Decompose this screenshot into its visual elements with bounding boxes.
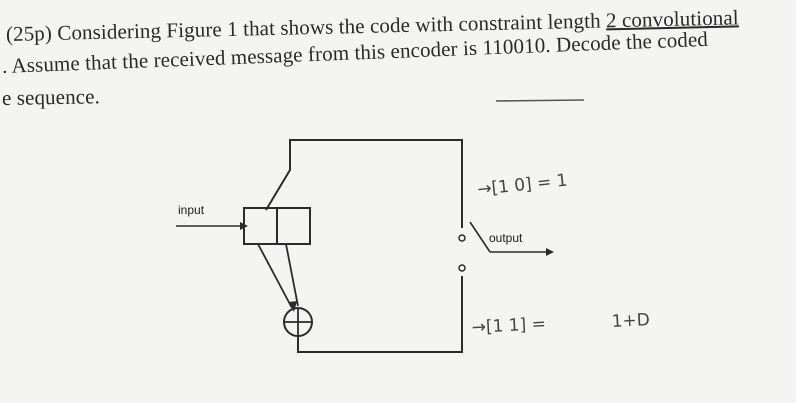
pencil-underline bbox=[495, 99, 585, 102]
output-arrowhead bbox=[546, 248, 554, 256]
upper-contact bbox=[458, 234, 466, 242]
upper-output-line bbox=[265, 139, 463, 228]
lower-output-line bbox=[297, 276, 463, 353]
switch-arm bbox=[469, 221, 491, 253]
output-label: output bbox=[489, 231, 523, 245]
input-label: input bbox=[178, 203, 205, 217]
lower-handwritten-result: 1+D bbox=[611, 310, 650, 332]
tap-arrowhead bbox=[289, 301, 297, 312]
tap-line-right bbox=[285, 243, 299, 307]
lower-handwritten-note: →[1 1] = bbox=[471, 314, 546, 338]
tap-line-left bbox=[257, 243, 293, 309]
lower-contact bbox=[458, 264, 466, 272]
upper-handwritten-note: →[1 0] = 1 bbox=[476, 171, 568, 200]
